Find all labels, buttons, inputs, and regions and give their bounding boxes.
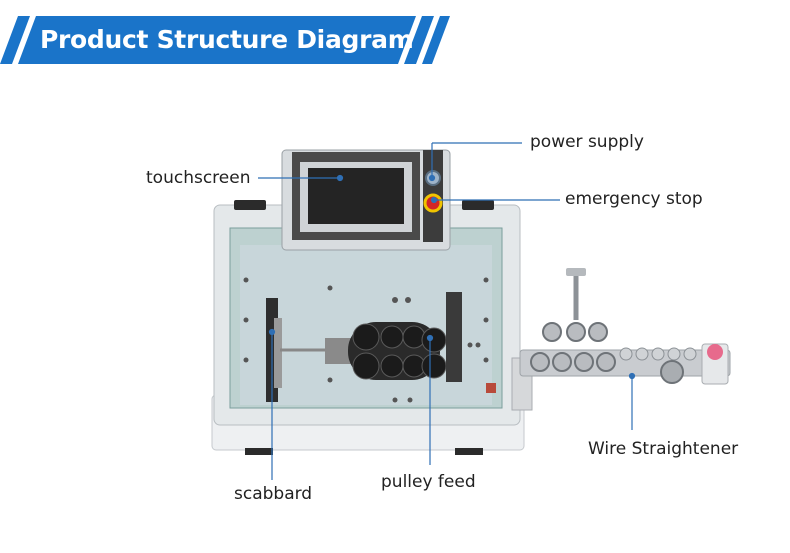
emergency-stop-button	[423, 193, 443, 213]
panel-screws	[243, 277, 489, 403]
feed-clamp	[446, 292, 462, 382]
inlet-eyelet	[707, 344, 723, 360]
label-touchscreen: touchscreen	[146, 168, 251, 188]
label-pulley-feed: pulley feed	[381, 472, 476, 492]
label-scabbard: scabbard	[234, 484, 313, 504]
cap-right	[462, 200, 494, 210]
banner-shape	[0, 16, 450, 64]
touchscreen-display	[308, 168, 404, 224]
foot-right	[455, 448, 483, 455]
straightener-gauge	[660, 360, 684, 384]
outlet-bracket	[486, 383, 496, 393]
feed-pulleys	[352, 323, 447, 380]
foot-left	[245, 448, 273, 455]
label-wire-straightener: Wire Straightener	[588, 439, 739, 459]
wire-guide	[325, 338, 351, 364]
scabbard-holder	[274, 318, 282, 388]
leader-lines	[258, 142, 636, 480]
secondary-rollers	[619, 347, 697, 361]
straightener-rollers	[530, 322, 616, 372]
label-emergency-stop: emergency stop	[565, 189, 703, 209]
title-banner: Product Structure Diagram	[0, 16, 450, 64]
label-power-supply: power supply	[530, 132, 644, 152]
page-title: Product Structure Diagram	[40, 25, 414, 54]
adjust-knob	[566, 268, 586, 276]
cap-left	[234, 200, 266, 210]
